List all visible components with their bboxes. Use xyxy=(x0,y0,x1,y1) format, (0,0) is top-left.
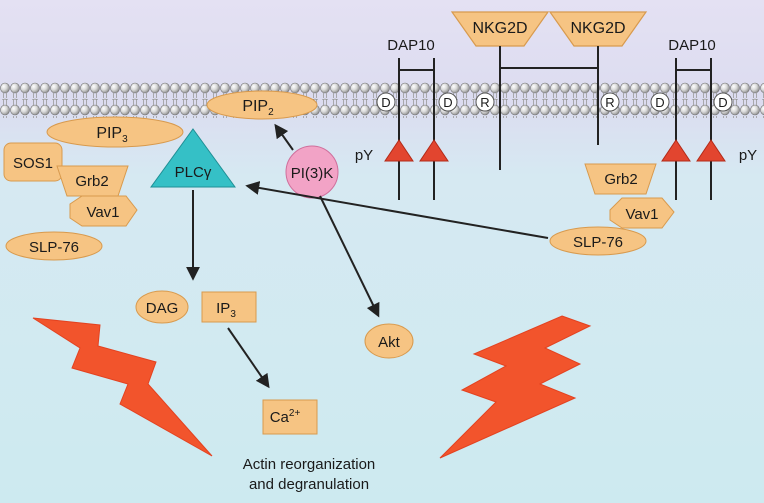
nkg2d-receptor-left: NKG2D xyxy=(450,11,550,170)
py-right-label: pY xyxy=(739,147,757,164)
pi3k-node: PI(3)K xyxy=(285,145,339,199)
residue-r-2: R xyxy=(600,92,620,112)
dag-node: DAG xyxy=(135,290,189,324)
nkg2d-left-label: NKG2D xyxy=(472,20,527,37)
svg-text:PI(3)K: PI(3)K xyxy=(291,165,334,182)
svg-text:R: R xyxy=(605,95,614,110)
pip2-node: PIP2 xyxy=(206,90,318,120)
svg-text:Grb2: Grb2 xyxy=(604,171,637,188)
sos1-node: SOS1 xyxy=(3,142,63,182)
svg-text:SLP-76: SLP-76 xyxy=(573,234,623,251)
grb2-left-node: Grb2 xyxy=(56,165,129,197)
svg-text:PIP2: PIP2 xyxy=(242,98,274,118)
svg-text:DAG: DAG xyxy=(146,300,179,317)
grb2-right-node: Grb2 xyxy=(584,163,657,195)
svg-text:D: D xyxy=(718,95,727,110)
residue-r-1: R xyxy=(475,92,495,112)
svg-text:Grb2: Grb2 xyxy=(75,173,108,190)
arrow-slp76-to-plc xyxy=(245,181,549,239)
vav1-right-node: Vav1 xyxy=(609,197,675,229)
svg-text:D: D xyxy=(381,95,390,110)
residue-d-3: D xyxy=(650,92,670,112)
outcome-line-1: Actin reorganization xyxy=(243,456,376,473)
nkg2d-right-label: NKG2D xyxy=(570,20,625,37)
py-triangle-3 xyxy=(661,139,691,162)
akt-node: Akt xyxy=(364,323,414,359)
svg-text:SLP-76: SLP-76 xyxy=(29,239,79,256)
dap10-left: DAP10 xyxy=(387,37,435,200)
svg-text:Akt: Akt xyxy=(378,334,401,351)
vav1-left-node: Vav1 xyxy=(69,195,138,227)
dap10-right-label: DAP10 xyxy=(668,37,716,54)
svg-text:D: D xyxy=(655,95,664,110)
residue-d-4: D xyxy=(713,92,733,112)
dap10-left-label: DAP10 xyxy=(387,37,435,54)
pip3-node: PIP3 xyxy=(46,116,184,148)
svg-text:R: R xyxy=(480,95,489,110)
svg-text:IP3: IP3 xyxy=(216,300,236,320)
arrow-ip3-to-calcium xyxy=(227,327,270,389)
svg-text:D: D xyxy=(443,95,452,110)
py-left-label: pY xyxy=(355,147,373,164)
slp76-right-node: SLP-76 xyxy=(549,226,647,256)
svg-text:SOS1: SOS1 xyxy=(13,155,53,172)
residue-d-1: D xyxy=(376,92,396,112)
lightning-bolt-right xyxy=(439,315,592,459)
svg-text:Vav1: Vav1 xyxy=(625,206,658,223)
dap10-right: DAP10 xyxy=(668,37,716,200)
outcome-line-2: and degranulation xyxy=(249,476,369,493)
py-triangle-4 xyxy=(696,139,726,162)
ip3-node: IP3 xyxy=(201,291,257,323)
py-triangle-2 xyxy=(419,139,449,162)
nkg2d-receptor-right: NKG2D xyxy=(548,11,648,145)
lightning-bolt-left xyxy=(32,317,213,457)
arrow-pi3k-to-pip2 xyxy=(274,123,294,151)
svg-text:PLCγ: PLCγ xyxy=(175,164,212,181)
arrow-to-akt xyxy=(319,195,380,318)
residue-d-2: D xyxy=(438,92,458,112)
svg-text:Vav1: Vav1 xyxy=(86,204,119,221)
plc-gamma-node: PLCγ xyxy=(150,128,236,188)
svg-text:Ca2+: Ca2+ xyxy=(270,408,301,426)
calcium-node: Ca2+ xyxy=(262,399,318,435)
svg-text:PIP3: PIP3 xyxy=(96,125,128,145)
py-triangle-1 xyxy=(384,139,414,162)
slp76-left-node: SLP-76 xyxy=(5,231,103,261)
